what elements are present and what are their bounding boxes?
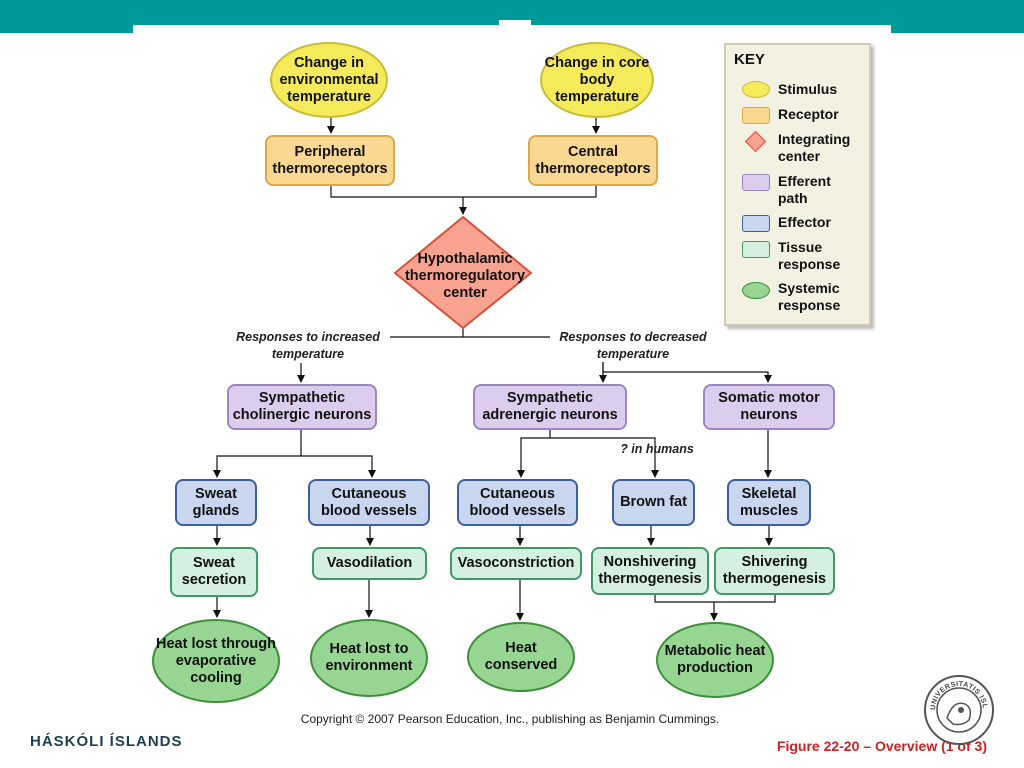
legend-effector-swatch [742, 215, 770, 232]
effector-skeletal-muscles-label: Skeletal muscles [739, 485, 799, 519]
tissue-vasoconstriction-label: Vasoconstriction [457, 555, 575, 571]
legend-effector-label: Effector [778, 214, 831, 230]
legend-integrating-label: Integrating center [778, 131, 851, 164]
receptor-peripheral: Peripheral thermoreceptors [265, 135, 395, 186]
legend-stimulus-label: Stimulus [778, 81, 838, 97]
efferent-somatic-label: Somatic motor neurons [718, 390, 820, 423]
legend-systemic-swatch [742, 282, 770, 299]
legend-efferent-label: Efferent path [778, 173, 831, 206]
systemic-heat-conserved-label: Heat conserved [484, 640, 558, 673]
efferent-cholinergic-label: Sympathetic cholinergic neurons [232, 390, 372, 423]
efferent-somatic: Somatic motor neurons [703, 384, 835, 430]
tissue-nonshivering-label: Nonshivering thermogenesis [598, 554, 702, 587]
tissue-shivering-label: Shivering thermogenesis [722, 554, 827, 587]
efferent-adrenergic: Sympathetic adrenergic neurons [473, 384, 627, 430]
tissue-shivering: Shivering thermogenesis [714, 547, 835, 595]
legend-receptor-label: Receptor [778, 106, 839, 122]
systemic-evaporative-cooling: Heat lost through evaporative cooling [152, 619, 280, 703]
thermogenesis-merge-line [654, 595, 776, 603]
copyright-notice: Copyright © 2007 Pearson Education, Inc.… [300, 712, 720, 726]
tissue-vasodilation: Vasodilation [312, 547, 427, 580]
receptor-merge-line [330, 186, 597, 198]
responses-decreased-label: Responses to decreased temperature [559, 330, 707, 361]
receptor-central-label: Central thermoreceptors [535, 143, 651, 177]
legend-stimulus-swatch [742, 81, 770, 98]
legend-integrating-swatch [744, 130, 767, 153]
arrow-to-sweat-glands [213, 430, 302, 478]
effector-skeletal-muscles: Skeletal muscles [727, 479, 811, 526]
header-notch [499, 20, 531, 33]
stimulus-core-body-label: Change in core body temperature [544, 54, 650, 105]
tissue-sweat-secretion: Sweat secretion [170, 547, 258, 597]
stimulus-environmental: Change in environmental temperature [270, 42, 388, 118]
legend-receptor-swatch [742, 107, 770, 124]
effector-brown-fat: Brown fat [612, 479, 695, 526]
arrow-to-somatic [602, 362, 772, 383]
legend-key: KEY Stimulus Receptor Integrating center… [724, 43, 871, 326]
tissue-vasoconstriction: Vasoconstriction [450, 547, 582, 580]
legend-systemic-label: Systemic response [778, 280, 841, 313]
figure-caption: Figure 22-20 – Overview (1 of 3) [776, 738, 987, 754]
effector-cutaneous-vessels-1: Cutaneous blood vessels [308, 479, 430, 526]
university-name: HÁSKÓLI ÍSLANDS [30, 733, 183, 750]
systemic-heat-conserved: Heat conserved [467, 622, 575, 692]
efferent-adrenergic-label: Sympathetic adrenergic neurons [482, 390, 618, 423]
systemic-heat-lost-environment: Heat lost to environment [310, 619, 428, 697]
arrow-to-cutaneous-1 [301, 455, 376, 478]
arrow-to-brown-fat [550, 437, 659, 478]
systemic-evaporative-cooling-label: Heat lost through evaporative cooling [155, 635, 277, 686]
tissue-nonshivering: Nonshivering thermogenesis [591, 547, 709, 595]
legend-tissue-label: Tissue response [778, 239, 841, 272]
humans-note: ? in humans [620, 442, 694, 456]
effector-cutaneous-vessels-2: Cutaneous blood vessels [457, 479, 578, 526]
legend-title: KEY [734, 51, 765, 68]
responses-increased-label: Responses to increased temperature [236, 330, 380, 361]
systemic-metabolic-heat: Metabolic heat production [656, 622, 774, 698]
effector-cutaneous-vessels-1-label: Cutaneous blood vessels [321, 485, 417, 519]
integrating-center-label: Hypothalamic thermoregulatory center [404, 250, 526, 301]
effector-sweat-glands-label: Sweat glands [192, 485, 240, 519]
stimulus-environmental-label: Change in environmental temperature [279, 54, 379, 105]
university-seal-icon: UNIVERSITATIS ISLANDIAE [923, 674, 994, 745]
systemic-metabolic-heat-label: Metabolic heat production [664, 643, 766, 676]
effector-sweat-glands: Sweat glands [175, 479, 257, 526]
efferent-cholinergic: Sympathetic cholinergic neurons [227, 384, 377, 430]
legend-efferent-swatch [742, 174, 770, 191]
legend-tissue-swatch [742, 241, 770, 258]
effector-brown-fat-label: Brown fat [620, 494, 687, 510]
arrow-to-cutaneous-2 [517, 430, 551, 478]
integrating-center-diamond [394, 216, 532, 329]
receptor-peripheral-label: Peripheral thermoreceptors [272, 143, 388, 177]
tissue-sweat-secretion-label: Sweat secretion [181, 555, 247, 588]
effector-cutaneous-vessels-2-label: Cutaneous blood vessels [469, 485, 566, 519]
receptor-central: Central thermoreceptors [528, 135, 658, 186]
stimulus-core-body: Change in core body temperature [540, 42, 654, 118]
tissue-vasodilation-label: Vasodilation [326, 555, 413, 571]
systemic-heat-lost-environment-label: Heat lost to environment [325, 641, 413, 674]
